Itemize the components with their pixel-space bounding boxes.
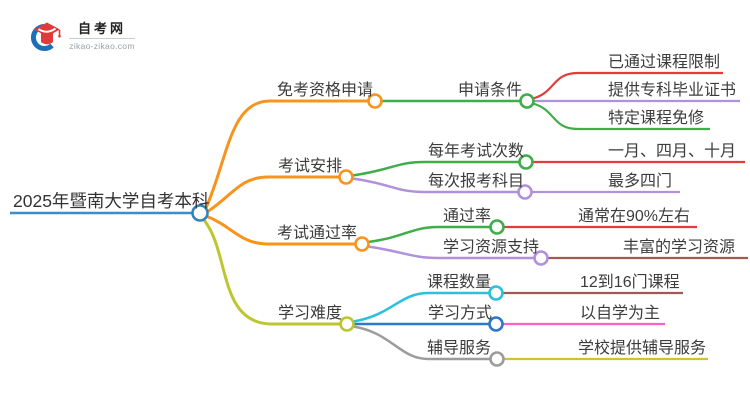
edge-root-schedule [206,175,340,214]
topic-study-method: 学习方式 [428,305,493,322]
topic-tutoring: 辅导服务 [427,340,492,357]
edge-root-passrate [205,214,356,246]
node-courses [488,285,504,301]
node-times [518,154,534,170]
node-tutoring [489,351,505,367]
edge-conditions-exempt-courses [532,102,710,131]
topic-passrate: 考试通过率 [277,225,358,242]
edge-schedule-subjects [352,177,519,194]
logo-site-url: zikao-zikao.com [69,41,135,51]
edge-difficulty-courses [353,291,490,323]
topic-root: 2025年暨南大学自考本科 [13,191,210,211]
edge-passrate-rate [368,225,491,244]
node-method [488,316,504,332]
topic-course-count: 课程数量 [427,274,492,291]
graduation-cap-icon [31,22,61,51]
node-passrate [354,236,370,252]
topic-rate: 通过率 [443,208,492,225]
edge-passrate-resources [367,245,535,260]
edge-root-exemption [204,99,369,209]
topic-rate-value: 通常在90%左右 [578,208,691,225]
topic-passed-courses: 已通过课程限制 [608,54,721,71]
topic-resources-value: 丰富的学习资源 [623,239,736,256]
topic-schedule: 考试安排 [278,158,343,175]
topic-exam-subjects: 每次报考科目 [428,173,525,190]
edge-root-difficulty [202,219,341,326]
topic-exam-times: 每年考试次数 [428,143,525,160]
node-rate [489,219,505,235]
edge-difficulty-tutoring [353,325,491,361]
topic-resources: 学习资源支持 [443,239,540,256]
edge-schedule-times [352,160,520,177]
topic-conditions: 申请条件 [458,82,523,99]
node-conditions [519,93,535,109]
topic-difficulty: 学习难度 [278,305,343,322]
site-logo: 自考网 zikao-zikao.com [31,21,135,53]
logo-site-name: 自考网 [77,21,126,36]
topic-exempt-courses: 特定课程免修 [608,110,705,127]
node-resources [533,250,549,266]
topic-tutoring-value: 学校提供辅导服务 [578,340,707,357]
topic-max-subjects: 最多四门 [608,173,673,190]
node-root [191,204,209,222]
edge-conditions-passed-courses [532,71,723,100]
topic-exemption: 免考资格申请 [277,82,374,99]
topic-course-count-value: 12到16门课程 [580,274,680,291]
node-difficulty [339,316,355,332]
node-subjects [517,184,533,200]
node-schedule [338,169,354,185]
topic-study-method-value: 以自学为主 [580,305,661,322]
logo-divider [69,38,135,39]
topic-diploma: 提供专科毕业证书 [608,82,737,99]
node-exemption [367,93,383,109]
topic-exam-months: 一月、四月、十月 [608,143,737,160]
